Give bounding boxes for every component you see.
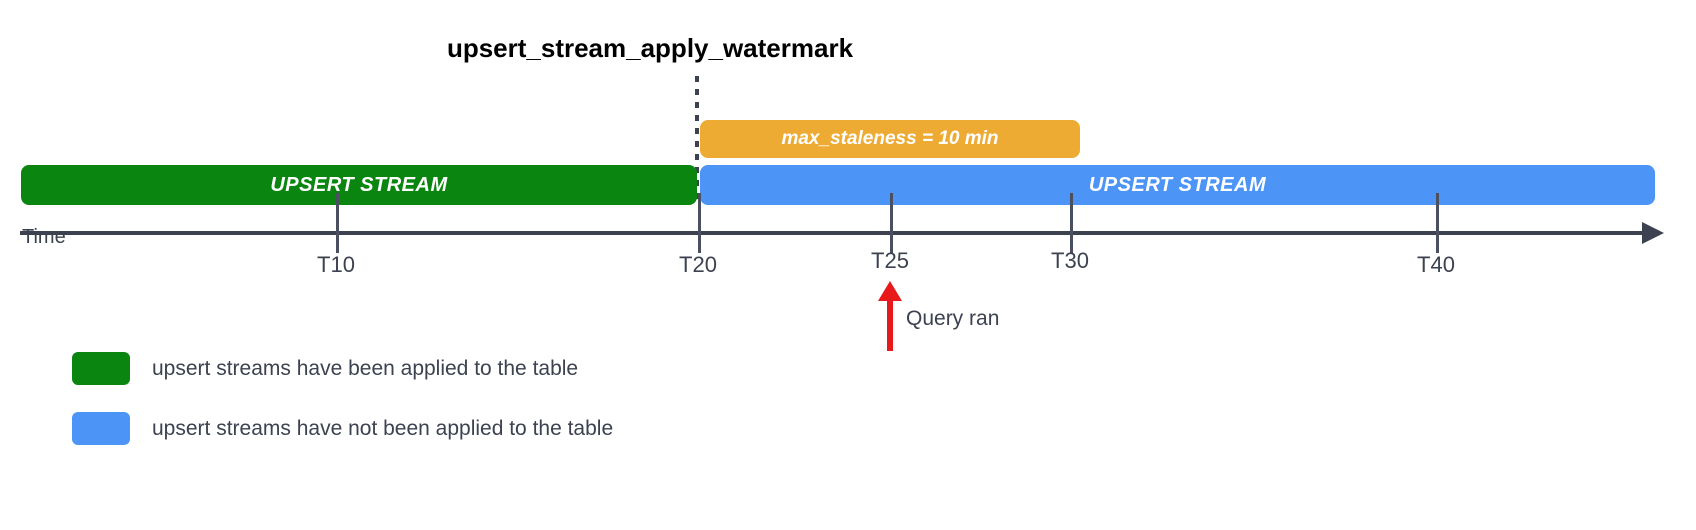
legend-label-not-applied: upsert streams have not been applied to … bbox=[152, 416, 614, 440]
max-staleness-label: max_staleness = 10 min bbox=[781, 128, 999, 149]
axis-tick-t20 bbox=[698, 193, 701, 253]
axis-tick-label-t30: T30 bbox=[1051, 248, 1089, 273]
axis-tick-label-t25: T25 bbox=[871, 248, 909, 273]
watermark-dotted-line bbox=[695, 76, 699, 202]
upsert-stream-not-applied-bar: UPSERT STREAM bbox=[700, 165, 1655, 205]
axis-tick-t40 bbox=[1436, 193, 1439, 253]
query-ran-label: Query ran bbox=[906, 307, 1000, 330]
max-staleness-bar: max_staleness = 10 min bbox=[700, 120, 1080, 158]
upsert-stream-not-applied-label: UPSERT STREAM bbox=[1088, 173, 1267, 196]
legend-swatch-not-applied bbox=[72, 412, 130, 445]
axis-tick-t25 bbox=[890, 193, 893, 253]
time-axis-arrow-icon bbox=[1642, 222, 1664, 244]
axis-tick-label-t20: T20 bbox=[679, 252, 717, 277]
query-ran-arrow-shaft bbox=[887, 297, 893, 351]
legend-swatch-applied bbox=[72, 352, 130, 385]
axis-tick-t30 bbox=[1070, 193, 1073, 253]
query-ran-arrow-icon bbox=[878, 281, 902, 301]
time-axis-line bbox=[20, 231, 1650, 235]
diagram-title: upsert_stream_apply_watermark bbox=[446, 33, 854, 63]
upsert-stream-applied-label: UPSERT STREAM bbox=[270, 173, 448, 196]
time-axis-caption: Time bbox=[22, 226, 66, 248]
axis-tick-t10 bbox=[336, 193, 339, 253]
axis-tick-label-t40: T40 bbox=[1417, 252, 1455, 277]
upsert-stream-applied-bar: UPSERT STREAM bbox=[21, 165, 697, 205]
axis-tick-label-t10: T10 bbox=[317, 252, 355, 277]
legend-item-not-applied: upsert streams have not been applied to … bbox=[72, 412, 613, 445]
legend-label-applied: upsert streams have been applied to the … bbox=[152, 356, 579, 380]
legend-item-applied: upsert streams have been applied to the … bbox=[72, 352, 578, 385]
